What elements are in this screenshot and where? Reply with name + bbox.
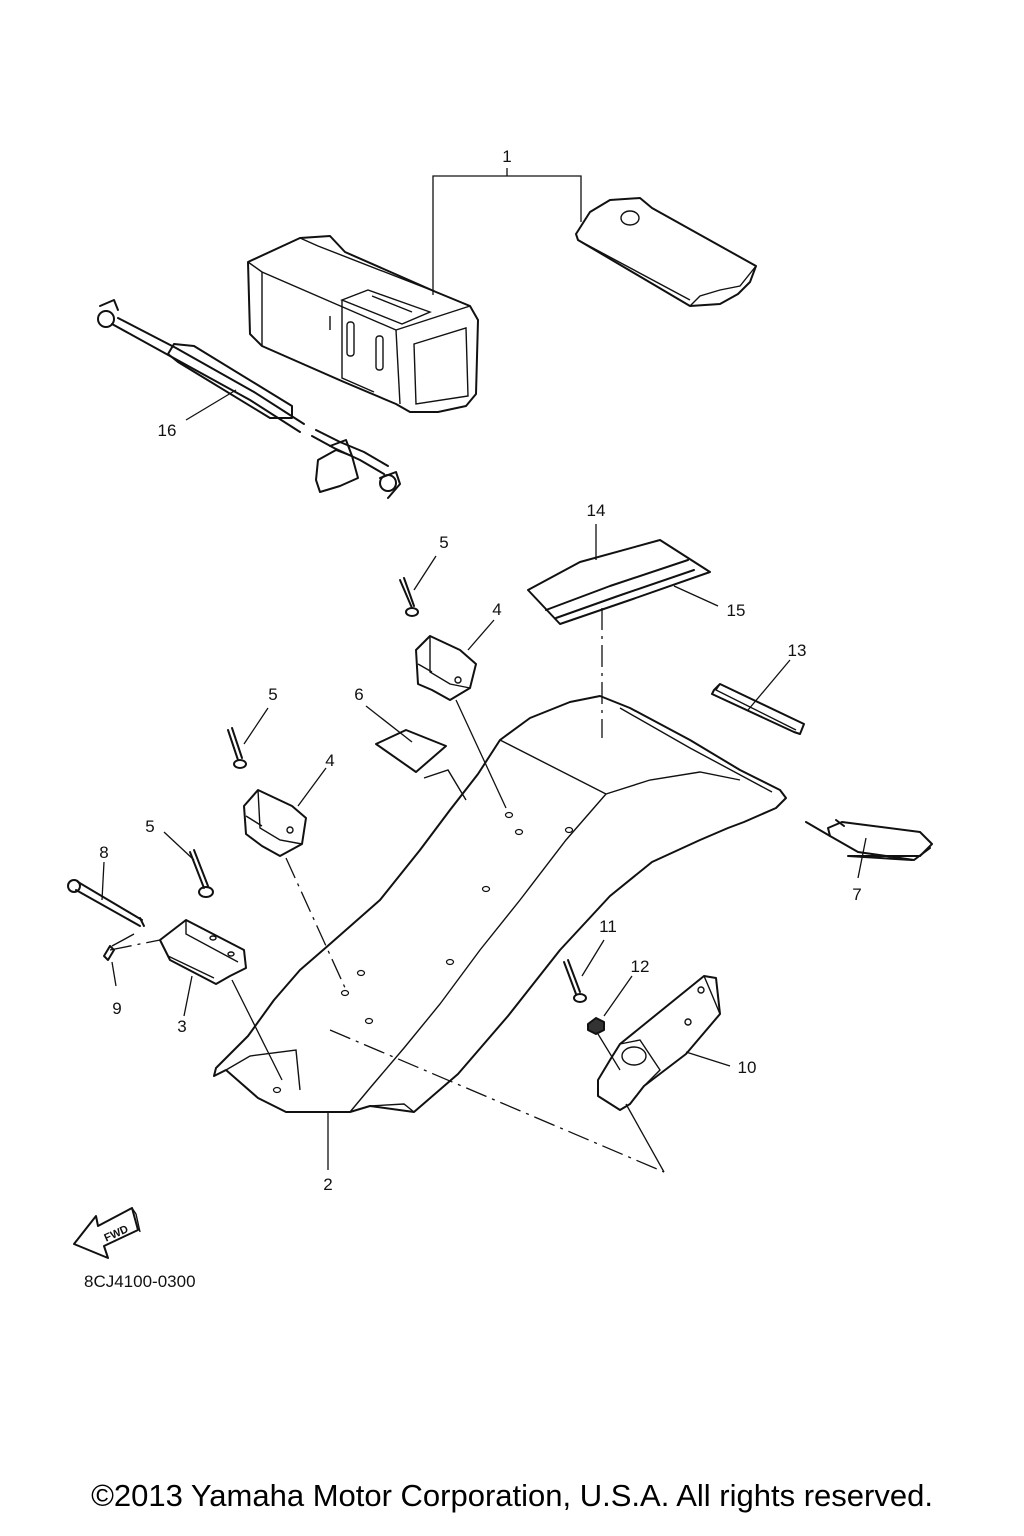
label-part-4-upper: 4 xyxy=(492,600,501,619)
hinge-bracket xyxy=(159,919,247,985)
part-7-callout: 7 xyxy=(852,837,867,904)
label-part-5-lower: 5 xyxy=(268,685,277,704)
fwd-arrow-icon: FWD xyxy=(73,1207,141,1259)
part-6-callout: 6 xyxy=(354,685,413,743)
label-part-10: 10 xyxy=(738,1058,757,1077)
part-16-callout: 16 xyxy=(158,389,237,440)
pin-alignment-line xyxy=(109,939,161,951)
part-8-callout: 8 xyxy=(99,843,109,901)
part-2-callout: 2 xyxy=(323,1112,333,1194)
part-9-callout: 9 xyxy=(111,961,122,1018)
fwd-label: FWD xyxy=(103,1223,131,1244)
part-13-callout: 13 xyxy=(747,641,807,711)
label-part-2: 2 xyxy=(323,1175,332,1194)
seat-assembly xyxy=(247,235,479,413)
lower-bolt xyxy=(227,727,247,769)
part-11-callout: 11 xyxy=(581,917,617,977)
seat-cover xyxy=(575,197,757,307)
label-part-9: 9 xyxy=(112,999,121,1018)
copyright-notice: ©2013 Yamaha Motor Corporation, U.S.A. A… xyxy=(91,1478,933,1513)
side-bracket-mount-line xyxy=(597,1033,621,1071)
label-part-11: 11 xyxy=(599,917,617,936)
label-part-3: 3 xyxy=(177,1017,186,1036)
label-part-16: 16 xyxy=(158,421,177,440)
side-bracket xyxy=(597,975,721,1111)
label-part-14: 14 xyxy=(587,501,606,520)
label-part-5-upper: 5 xyxy=(439,533,448,552)
fender-side-line-2 xyxy=(625,1103,665,1173)
label-part-8: 8 xyxy=(99,843,108,862)
grommet xyxy=(587,1017,605,1035)
label-part-7: 7 xyxy=(852,885,861,904)
seat-lock-cable xyxy=(97,299,401,499)
seat-hook xyxy=(805,819,933,861)
part-1-callout: 1 xyxy=(432,147,582,295)
label-part-6: 6 xyxy=(354,685,363,704)
part-5-upper-callout: 5 xyxy=(413,533,449,591)
part-4-lower-callout: 4 xyxy=(297,751,335,807)
hinge-bolt xyxy=(189,849,214,898)
hinge-mount-line xyxy=(231,979,283,1081)
rear-fender xyxy=(213,695,787,1113)
part-5-hinge-callout: 5 xyxy=(145,817,195,861)
label-part-4-lower: 4 xyxy=(325,751,334,770)
part-5-lower-callout: 5 xyxy=(243,685,278,745)
upper-bolt xyxy=(399,577,419,617)
diagram-code: 8CJ4100-0300 xyxy=(84,1272,196,1291)
label-part-15: 15 xyxy=(727,601,746,620)
upper-bracket xyxy=(415,635,477,701)
bar-part xyxy=(711,683,805,735)
part-15-callout: 15 xyxy=(673,585,746,620)
side-bolt xyxy=(563,959,587,1003)
lower-bracket xyxy=(243,789,307,857)
part-14-callout: 14 xyxy=(587,501,606,560)
hinge-pin xyxy=(67,879,145,927)
label-part-1: 1 xyxy=(502,147,511,166)
upper-bracket-mount-line xyxy=(455,699,507,809)
part-3-callout: 3 xyxy=(177,975,193,1036)
label-part-13: 13 xyxy=(788,641,807,660)
label-part-12: 12 xyxy=(631,957,650,976)
fender-side-line xyxy=(329,1029,665,1173)
rear-pad xyxy=(527,539,711,625)
lower-bracket-mount-line xyxy=(285,857,347,991)
part-4-upper-callout: 4 xyxy=(467,600,502,651)
part-10-callout: 10 xyxy=(685,1051,757,1077)
caution-label xyxy=(375,729,447,773)
part-12-callout: 12 xyxy=(603,957,650,1017)
cotter-pin xyxy=(103,933,135,961)
label-part-5-hinge: 5 xyxy=(145,817,154,836)
